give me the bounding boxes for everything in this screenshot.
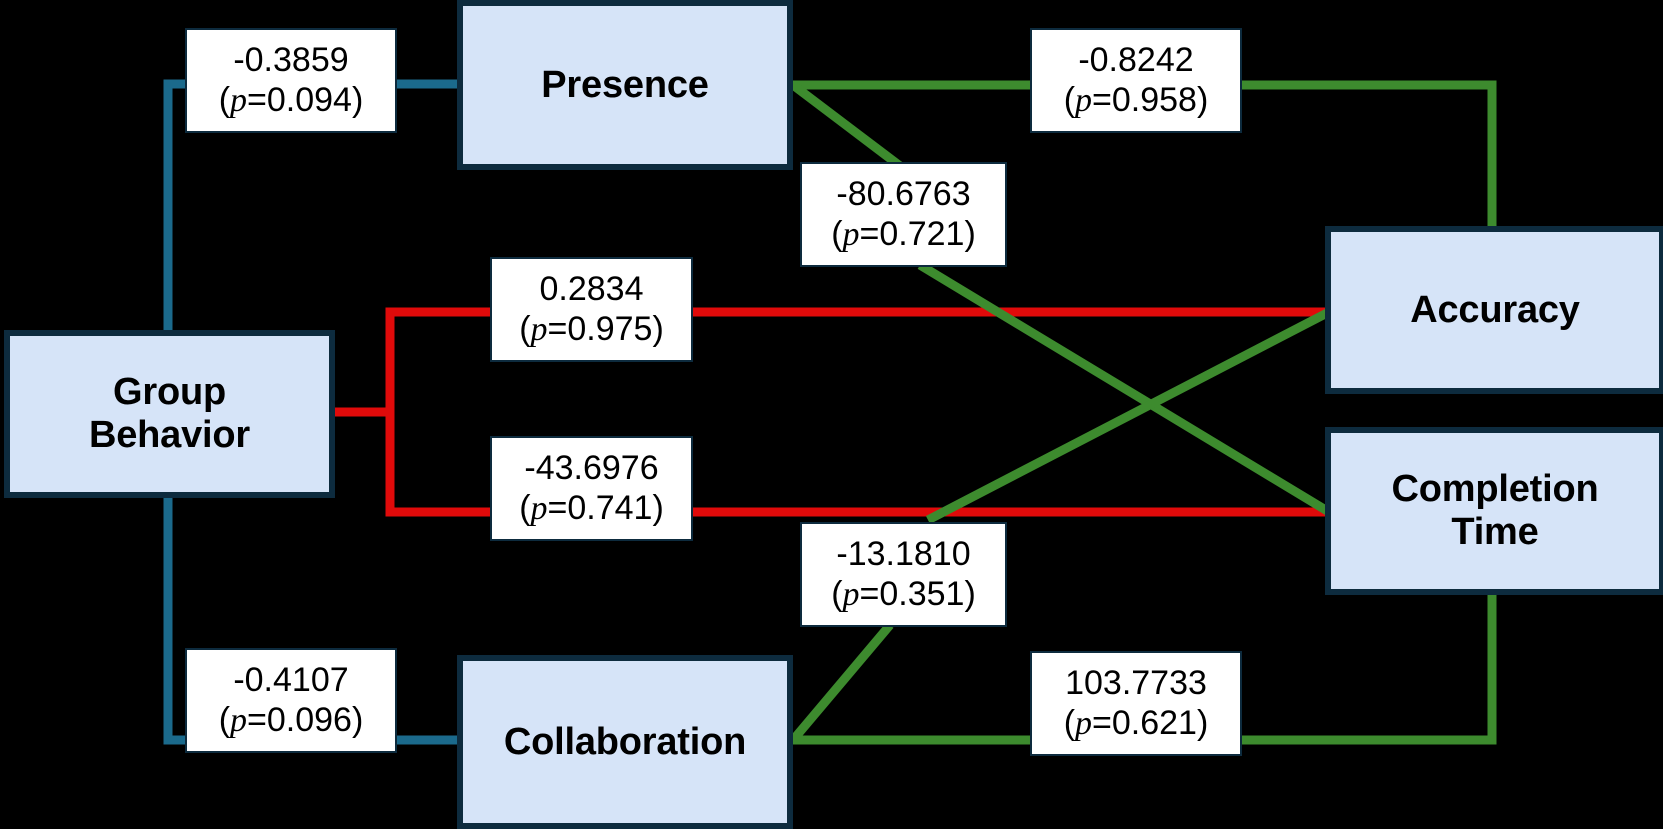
node-presence-line1: Presence — [541, 63, 709, 106]
edge-label-gb-completion: -43.6976 (p=0.741) — [490, 436, 693, 541]
edge-label-presence-completion: -80.6763 (p=0.721) — [800, 162, 1007, 267]
node-collaboration[interactable]: Collaboration — [457, 655, 793, 829]
edge-gb-presence — [163, 79, 190, 330]
edge-label-pvalue: (p=0.094) — [218, 81, 364, 119]
edge-collab-completion-tail — [1238, 591, 1497, 745]
edge-gb-accuracy — [335, 307, 494, 417]
node-collaboration-line1: Collaboration — [503, 720, 747, 763]
edge-label-pvalue: (p=0.351) — [831, 575, 976, 613]
edge-label-collab-completion: 103.7733 (p=0.621) — [1030, 651, 1242, 756]
node-accuracy[interactable]: Accuracy — [1325, 226, 1663, 394]
edge-label-coefficient: -0.8242 — [1078, 40, 1194, 79]
edge-label-gb-collaboration: -0.4107 (p=0.096) — [185, 648, 397, 753]
edge-label-pvalue: (p=0.741) — [519, 489, 664, 527]
edge-label-pvalue: (p=0.975) — [519, 310, 664, 348]
edge-collab-accuracy — [789, 622, 894, 743]
edge-label-gb-presence: -0.3859 (p=0.094) — [185, 28, 397, 133]
edge-label-pvalue: (p=0.721) — [831, 215, 976, 253]
edge-label-coefficient: -0.4107 — [233, 660, 349, 699]
edge-presence-completion — [790, 81, 903, 170]
node-completion-time-line2: Time — [1451, 511, 1539, 553]
edge-label-gb-accuracy: 0.2834 (p=0.975) — [490, 257, 693, 362]
edge-collab-accuracy-tail — [925, 308, 1332, 524]
node-group-behavior-line1: Group — [113, 371, 226, 414]
edge-label-coefficient: 103.7733 — [1065, 663, 1207, 702]
edge-gb-completion — [335, 407, 494, 517]
edge-label-coefficient: 0.2834 — [539, 269, 644, 308]
edge-presence-accuracy-tail — [1238, 80, 1497, 230]
edge-label-coefficient: -80.6763 — [836, 174, 971, 213]
edge-label-coefficient: -13.1810 — [836, 534, 971, 573]
edge-presence-completion-tail — [917, 261, 1332, 516]
node-completion-time-line1: Completion — [1391, 468, 1599, 511]
node-group-behavior[interactable]: Group Behavior — [4, 330, 335, 498]
node-group-behavior-line2: Behavior — [88, 414, 250, 456]
edge-label-pvalue: (p=0.958) — [1063, 81, 1209, 119]
edge-label-collab-accuracy: -13.1810 (p=0.351) — [800, 522, 1007, 627]
node-completion-time[interactable]: Completion Time — [1325, 427, 1663, 595]
node-accuracy-line1: Accuracy — [1410, 288, 1580, 331]
edge-label-pvalue: (p=0.096) — [218, 701, 364, 739]
edge-label-coefficient: -0.3859 — [233, 40, 349, 79]
node-presence[interactable]: Presence — [457, 0, 793, 170]
edge-label-pvalue: (p=0.621) — [1063, 704, 1209, 742]
edge-gb-collaboration — [163, 498, 190, 745]
edge-label-presence-accuracy: -0.8242 (p=0.958) — [1030, 28, 1242, 133]
edge-label-coefficient: -43.6976 — [524, 448, 659, 487]
